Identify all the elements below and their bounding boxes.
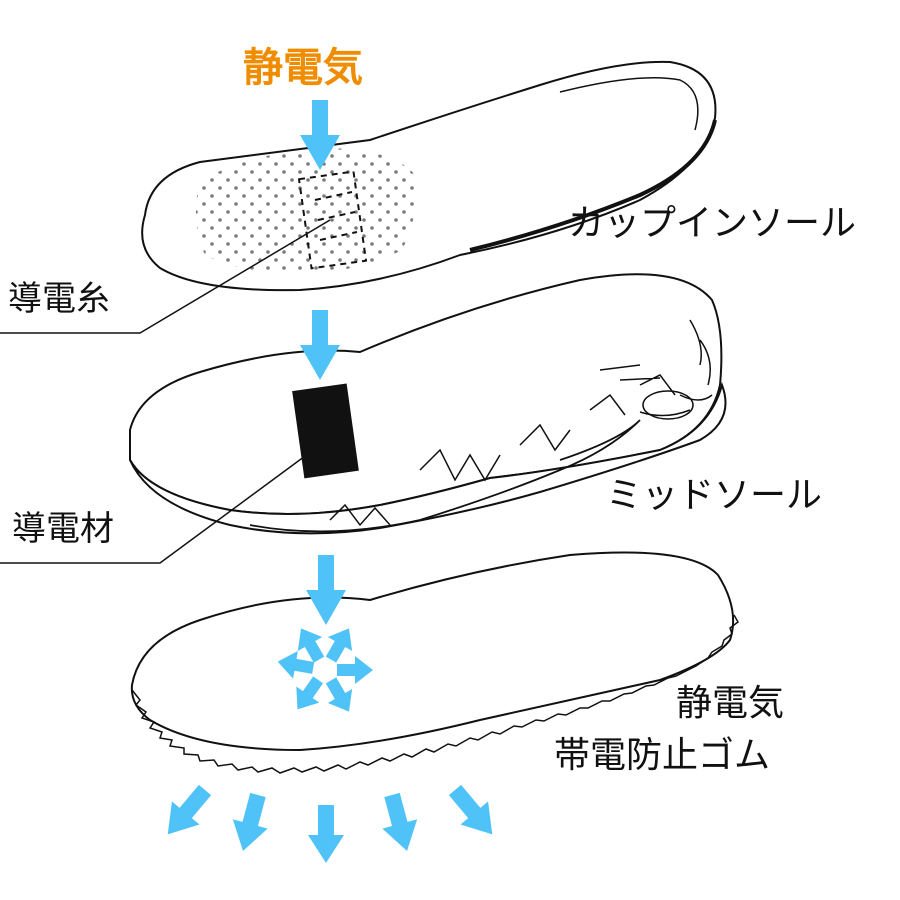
static-flow-arrows bbox=[167, 100, 493, 863]
outsole-top-outline bbox=[130, 551, 735, 752]
leader-lines bbox=[0, 219, 331, 564]
midsole-heel-grooves bbox=[639, 319, 713, 417]
arrow-down-icon bbox=[306, 555, 346, 625]
midsole-tread-pattern bbox=[329, 364, 676, 527]
cup-insole-inner-rim bbox=[559, 77, 699, 131]
outsole-serrated-edge bbox=[131, 614, 739, 774]
midsole-side-wall bbox=[129, 381, 727, 535]
arrow-out-icon bbox=[167, 784, 212, 835]
arrow-down-icon bbox=[300, 100, 340, 170]
leader-line-conductive-material bbox=[0, 444, 321, 564]
arrow-radial-icon bbox=[325, 677, 353, 712]
arrow-out-icon bbox=[232, 792, 268, 852]
antistatic-rubber-label-line1: 静電気 bbox=[676, 683, 785, 724]
conductive-thread-area bbox=[297, 170, 368, 270]
antistatic-rubber-label-line2: 帯電防止ゴム bbox=[554, 735, 771, 776]
conductive-thread-label: 導電糸 bbox=[8, 279, 110, 319]
midsole-heel-oval bbox=[642, 390, 694, 420]
perforation-dots bbox=[196, 148, 417, 274]
cup-insole-label: カップインソール bbox=[568, 203, 857, 244]
cup-insole-heel-thick-edge bbox=[469, 119, 717, 252]
arrow-radial-icon bbox=[277, 651, 315, 679]
arrow-out-icon bbox=[448, 784, 493, 835]
conductive-material-label: 導電材 bbox=[12, 509, 114, 549]
arrow-radial-icon bbox=[296, 676, 324, 710]
arrow-down-icon bbox=[300, 310, 340, 380]
midsole-arch-cutout bbox=[249, 419, 641, 533]
midsole-label: ミッドソール bbox=[606, 475, 823, 516]
arrow-out-icon bbox=[308, 805, 344, 863]
arrow-out-icon bbox=[382, 792, 418, 852]
midsole bbox=[129, 273, 727, 535]
arrow-radial-icon bbox=[325, 628, 353, 663]
conductive-material-block bbox=[292, 383, 359, 479]
arrow-radial-icon bbox=[337, 656, 373, 684]
arrow-radial-icon bbox=[297, 628, 325, 663]
leader-line-conductive-thread bbox=[0, 219, 331, 334]
cup-insole bbox=[141, 60, 717, 292]
static-electricity-title: 静電気 bbox=[243, 45, 363, 91]
